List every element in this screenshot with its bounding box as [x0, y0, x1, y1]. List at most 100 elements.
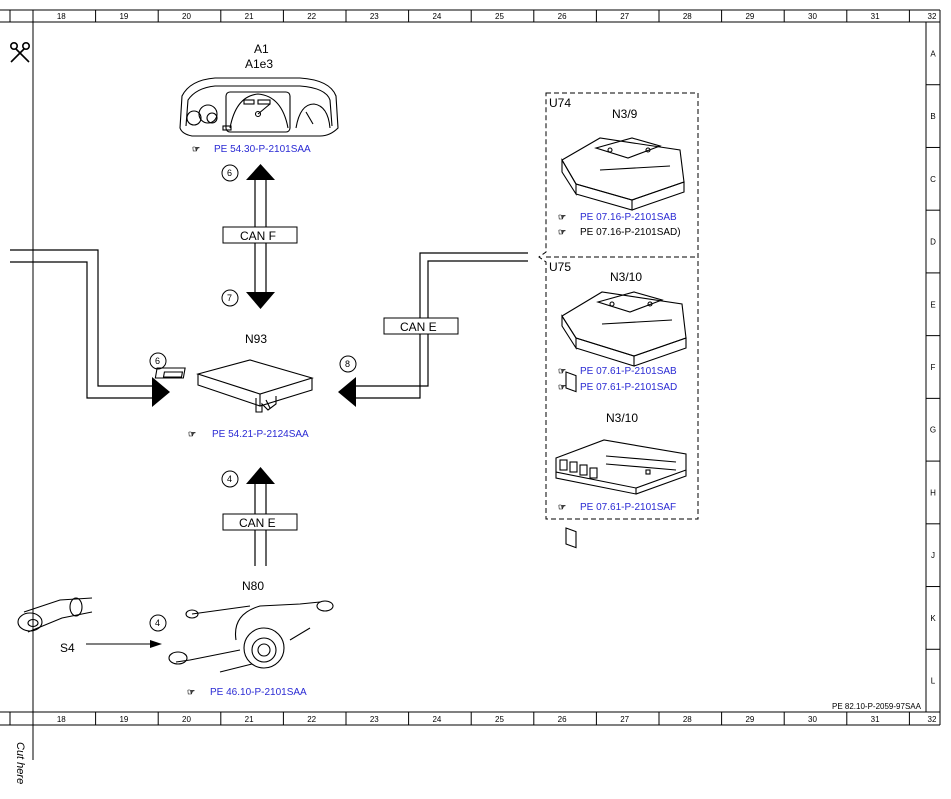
- n93-reference-link: PE 54.21-P-2124SAA: [212, 429, 309, 440]
- n80-module: N80 ☞ PE 46.10-P-2101SAA: [168, 579, 334, 698]
- svg-text:4: 4: [227, 474, 232, 484]
- grid-row-label: F: [931, 363, 936, 372]
- u74-reference-link-2: PE 07.16-P-2101SAD): [580, 227, 681, 238]
- svg-text:6: 6: [155, 356, 160, 366]
- u75-reference-1: ☞ PE 07.61-P-2101SAB: [558, 366, 677, 377]
- can-e-right-label-box: CAN E: [383, 317, 459, 335]
- n93-module-drawing: [154, 359, 314, 413]
- n93-label: N93: [245, 332, 267, 346]
- scissors-icon: [10, 41, 30, 63]
- grid-column-label: 28: [683, 715, 692, 724]
- grid-column-label: 32: [928, 715, 937, 724]
- can-f-label: CAN F: [240, 229, 276, 243]
- grid-column-label: 24: [432, 715, 441, 724]
- grid-column-label: 25: [495, 12, 504, 21]
- n3-9-label: N3/9: [612, 107, 638, 121]
- u74-reference-1: ☞ PE 07.16-P-2101SAB: [558, 212, 677, 223]
- grid-column-label: 28: [683, 12, 692, 21]
- reference-hand-icon: ☞: [192, 144, 200, 154]
- svg-text:4: 4: [155, 618, 160, 628]
- u75-reference-link-2: PE 07.61-P-2101SAD: [580, 382, 677, 393]
- grid-column-label: 19: [119, 12, 128, 21]
- grid-column-label: 30: [808, 12, 817, 21]
- a1-label: A1: [254, 42, 269, 56]
- u75-label: U75: [549, 260, 571, 274]
- n93-reference: ☞ PE 54.21-P-2124SAA: [188, 429, 309, 440]
- grid-column-label: 27: [620, 715, 629, 724]
- n3-10b-reference-link: PE 07.61-P-2101SAF: [580, 502, 676, 513]
- grid-column-label: 18: [57, 12, 66, 21]
- grid-column-label: 21: [245, 12, 254, 21]
- u74-reference-link-1: PE 07.16-P-2101SAB: [580, 212, 677, 223]
- reference-hand-icon: ☞: [187, 687, 195, 697]
- grid-column-label: 24: [432, 12, 441, 21]
- grid-column-label: 22: [307, 715, 316, 724]
- a1-instrument-cluster: A1 A1e3 ☞ PE 54.30-P-2101SAA: [179, 42, 339, 155]
- grid-row-label: C: [930, 175, 936, 184]
- grid-column-label: 29: [745, 715, 754, 724]
- grid-column-label: 31: [871, 12, 880, 21]
- reference-hand-icon: ☞: [558, 502, 566, 512]
- u74-label: U74: [549, 96, 571, 110]
- u74-reference-2: ☞ PE 07.16-P-2101SAD): [558, 227, 681, 238]
- n3-10b-ecu-drawing: [555, 439, 687, 495]
- can-f-label-box: CAN F: [222, 226, 298, 244]
- cut-here-label: Cut here: [14, 742, 26, 784]
- svg-text:8: 8: [345, 359, 350, 369]
- drawing-frame: 1818191920202121222223232424252526262727…: [0, 9, 941, 760]
- n3-10-ecu-drawing: [561, 291, 687, 549]
- grid-row-label: E: [930, 300, 935, 309]
- marker-8: 8: [339, 355, 357, 373]
- grid-column-label: 30: [808, 715, 817, 724]
- grid-column-label: 26: [558, 715, 567, 724]
- n3-10-label: N3/10: [610, 270, 642, 284]
- reference-hand-icon: ☞: [558, 366, 566, 376]
- grid-column-label: 20: [182, 715, 191, 724]
- u75-ecu: U75 N3/10 ☞ PE 07.61-P-2101SAB ☞ PE 07.6…: [549, 260, 687, 549]
- svg-text:6: 6: [227, 168, 232, 178]
- a1-reference-link: PE 54.30-P-2101SAA: [214, 144, 311, 155]
- grid-row-label: K: [930, 614, 936, 623]
- marker-7: 7: [221, 289, 239, 307]
- n80-module-drawing: [168, 600, 334, 673]
- grid-column-label: 21: [245, 715, 254, 724]
- sheet-reference: PE 82.10-P-2059-97SAA: [832, 702, 922, 711]
- n93-module: N93 ☞ PE 54.21-P-2124SAA: [154, 332, 314, 440]
- can-e-bottom-label: CAN E: [239, 516, 276, 530]
- grid-column-label: 29: [745, 12, 754, 21]
- can-e-right-label: CAN E: [400, 320, 437, 334]
- a1-reference: ☞ PE 54.30-P-2101SAA: [192, 144, 311, 155]
- grid-row-label: J: [931, 551, 935, 560]
- svg-text:7: 7: [227, 293, 232, 303]
- grid-row-label: B: [930, 112, 935, 121]
- s4-switch: S4 4: [17, 597, 167, 655]
- left-bus: [10, 249, 170, 407]
- grid-row-label: D: [930, 238, 936, 247]
- ecu-variant-box: [538, 92, 699, 520]
- n3-10b-reference: ☞ PE 07.61-P-2101SAF: [558, 502, 676, 513]
- a1e3-label: A1e3: [245, 57, 273, 71]
- n80-label: N80: [242, 579, 264, 593]
- grid-column-label: 32: [928, 12, 937, 21]
- grid-row-label: A: [930, 49, 936, 58]
- s4-switch-drawing: [17, 597, 93, 633]
- u75-reference-2: ☞ PE 07.61-P-2101SAD: [558, 382, 677, 393]
- marker-4-bus: 4: [221, 470, 239, 488]
- s4-label: S4: [60, 641, 75, 655]
- reference-hand-icon: ☞: [188, 429, 196, 439]
- grid-column-label: 18: [57, 715, 66, 724]
- grid-column-label: 26: [558, 12, 567, 21]
- reference-hand-icon: ☞: [558, 382, 566, 392]
- grid-row-label: G: [930, 426, 936, 435]
- grid-column-label: 23: [370, 715, 379, 724]
- grid-column-label: 20: [182, 12, 191, 21]
- n3-10b-ecu: N3/10 ☞ PE 07.61-P-2101SAF: [555, 411, 687, 513]
- n80-reference-link: PE 46.10-P-2101SAA: [210, 687, 307, 698]
- s4-arrow: [86, 640, 162, 648]
- grid-column-label: 27: [620, 12, 629, 21]
- grid-row-label: L: [931, 677, 936, 686]
- marker-6-left: 6: [149, 352, 167, 370]
- reference-hand-icon: ☞: [558, 227, 566, 237]
- grid-row-label: H: [930, 488, 936, 497]
